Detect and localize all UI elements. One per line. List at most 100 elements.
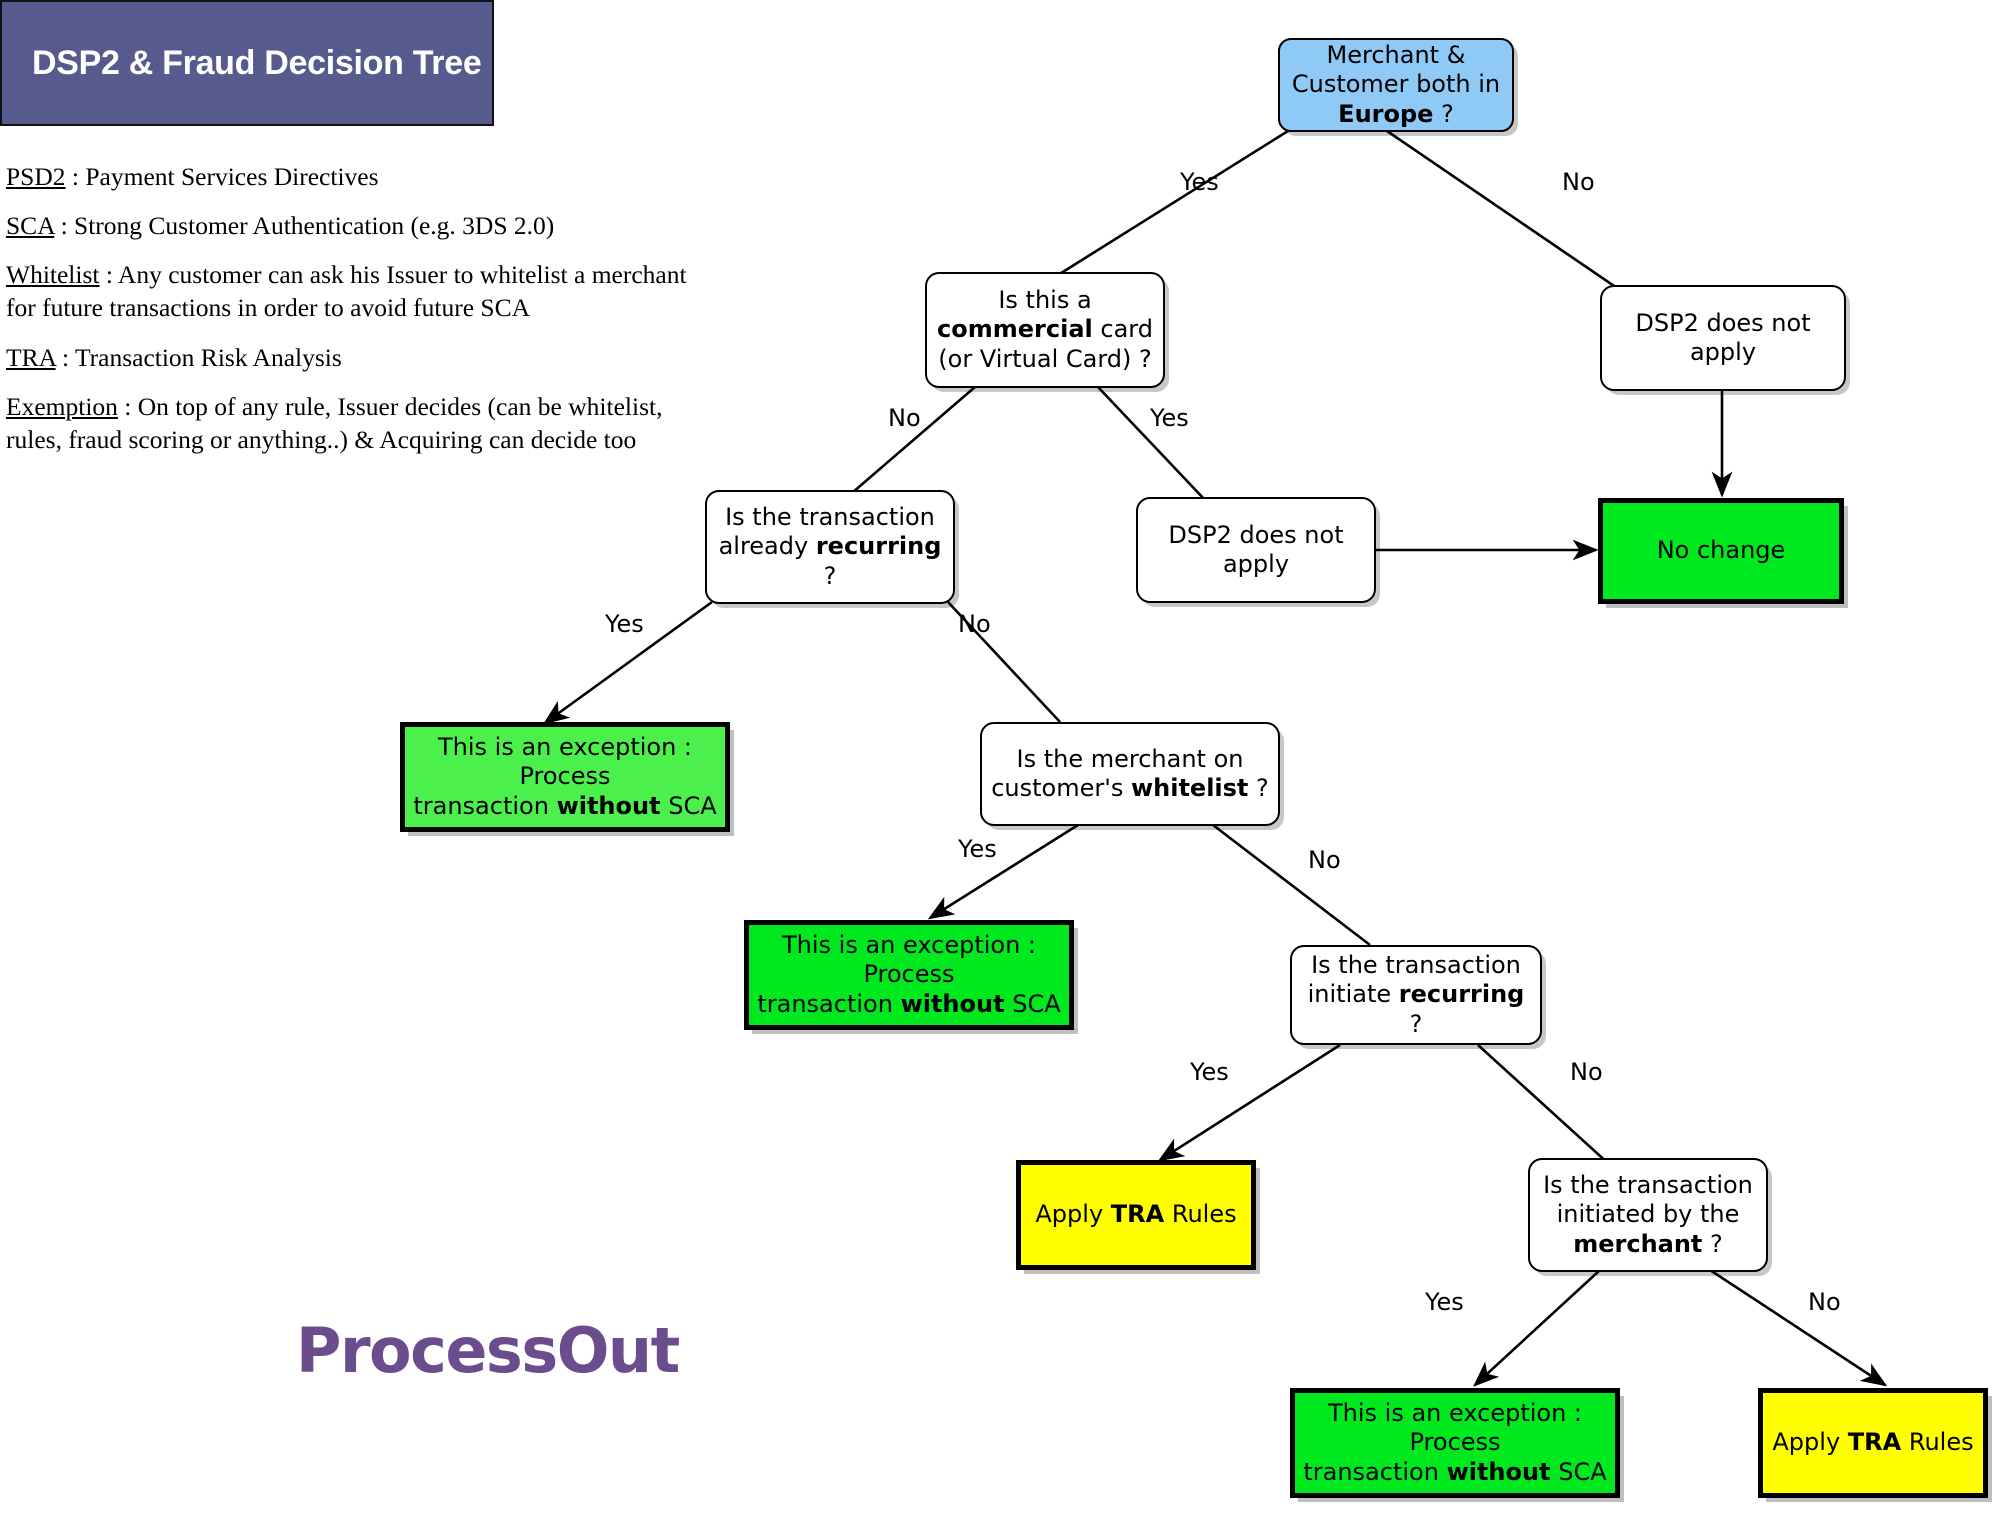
node-line: (or Virtual Card) ?	[938, 344, 1152, 373]
legend-term-whitelist: Whitelist	[6, 260, 100, 290]
node-emphasis: TRA	[1847, 1428, 1902, 1457]
node-already-recurring[interactable]: Is the transaction already recurring ?	[705, 490, 955, 604]
edge-label-root-yes: Yes	[1180, 168, 1219, 196]
node-line: DSP2 does not	[1635, 308, 1811, 337]
edge-label-card-no: No	[888, 404, 921, 432]
processout-logo: ProcessOut	[296, 1314, 680, 1387]
edge-label-merchant-yes: Yes	[1425, 1288, 1464, 1316]
node-line: Is the transaction	[1311, 951, 1521, 980]
node-line: Europe ?	[1286, 100, 1506, 129]
legend-def-whitelist: : Any customer can ask his Issuer to whi…	[6, 260, 687, 323]
legend-term-psd2: PSD2	[6, 162, 66, 191]
node-line: apply	[1689, 338, 1757, 366]
node-exception-without-sca-a[interactable]: This is an exception : Process transacti…	[400, 722, 730, 832]
node-text: Apply	[1035, 1200, 1111, 1229]
node-exception-without-sca-c[interactable]: This is an exception : Process transacti…	[1290, 1388, 1620, 1498]
node-apply-tra-rules-left[interactable]: Apply TRA Rules	[1016, 1160, 1256, 1270]
edge-initiate-yes	[1157, 1043, 1341, 1162]
node-emphasis: Europe	[1338, 99, 1434, 128]
edge-whitelist-no	[1212, 823, 1371, 947]
node-line: This is an exception :	[781, 931, 1037, 960]
node-text: SCA	[1004, 989, 1061, 1018]
node-line: Is the merchant on	[1016, 744, 1244, 773]
node-apply-tra-rules-right[interactable]: Apply TRA Rules	[1758, 1388, 1988, 1498]
edge-label-card-yes: Yes	[1150, 404, 1189, 432]
node-text: ?	[1433, 99, 1454, 128]
node-text: initiate	[1307, 980, 1399, 1009]
node-line: commercial card	[933, 315, 1157, 344]
node-line: transaction without SCA	[1301, 1458, 1609, 1487]
node-text: already	[718, 532, 816, 561]
node-no-change[interactable]: No change	[1598, 498, 1844, 604]
node-line: Apply TRA Rules	[1763, 1428, 1983, 1457]
node-merchant-initiated[interactable]: Is the transaction initiated by the merc…	[1528, 1158, 1768, 1272]
node-text: Apply	[1772, 1428, 1848, 1457]
node-line: Is the transaction	[1543, 1171, 1753, 1200]
node-initiate-recurring[interactable]: Is the transaction initiate recurring ?	[1290, 945, 1542, 1045]
node-line: Merchant &	[1326, 41, 1466, 70]
node-line: ?	[823, 561, 837, 590]
node-line: Is the transaction	[725, 503, 935, 532]
node-text: ?	[1409, 1009, 1423, 1038]
legend-def-tra: : Transaction Risk Analysis	[55, 342, 342, 372]
edge-merchant-no	[1709, 1268, 1888, 1387]
node-line: This is an exception :	[1327, 1399, 1583, 1428]
node-exception-without-sca-b[interactable]: This is an exception : Process transacti…	[744, 920, 1074, 1030]
node-line: Is this a	[998, 286, 1092, 315]
node-line: apply	[1222, 550, 1290, 578]
node-line: This is an exception :	[437, 733, 693, 762]
node-line: customer's whitelist ?	[988, 774, 1272, 803]
edge-label-initiate-yes: Yes	[1190, 1058, 1229, 1086]
node-line: merchant ?	[1536, 1230, 1760, 1259]
edge-label-whitelist-yes: Yes	[958, 835, 997, 863]
edge-merchant-yes	[1473, 1269, 1601, 1387]
node-line: DSP2 does not	[1168, 520, 1344, 549]
node-emphasis: whitelist	[1130, 774, 1249, 802]
node-merchant-whitelist[interactable]: Is the merchant on customer's whitelist …	[980, 722, 1280, 826]
legend-term-exemption: Exemption	[6, 391, 118, 421]
title-banner: DSP2 & Fraud Decision Tree	[0, 0, 494, 126]
node-commercial-card[interactable]: Is this a commercial card (or Virtual Ca…	[925, 272, 1165, 388]
node-text: SCA	[660, 791, 717, 820]
node-emphasis: recurring	[815, 532, 942, 561]
node-emphasis: without	[900, 989, 1005, 1018]
node-text: ?	[1702, 1229, 1723, 1258]
legend-block: PSD2 : Payment Services Directives SCA :…	[6, 160, 706, 472]
node-emphasis: without	[1446, 1457, 1551, 1486]
legend-term-sca: SCA	[6, 211, 55, 241]
node-dsp2-does-not-apply-mid[interactable]: DSP2 does not apply	[1136, 497, 1376, 603]
legend-def-psd2: : Payment Services Directives	[65, 162, 379, 191]
edge-root-no	[1386, 129, 1621, 292]
node-merchant-customer-europe[interactable]: Merchant & Customer both in Europe ?	[1278, 38, 1514, 132]
edge-label-recurring-yes: Yes	[605, 610, 644, 638]
node-line: already recurring	[713, 532, 947, 561]
legend-item-whitelist: Whitelist : Any customer can ask his Iss…	[6, 258, 706, 324]
edge-label-whitelist-no: No	[1308, 846, 1341, 874]
legend-item-sca: SCA : Strong Customer Authentication (e.…	[6, 209, 706, 242]
node-text: card	[1092, 315, 1153, 344]
node-line: initiated by the	[1556, 1200, 1740, 1229]
legend-def-sca: : Strong Customer Authentication (e.g. 3…	[54, 211, 555, 241]
node-text: SCA	[1550, 1457, 1607, 1486]
node-dsp2-does-not-apply-right[interactable]: DSP2 does not apply	[1600, 285, 1846, 391]
node-line: Process	[863, 960, 955, 989]
edge-label-merchant-no: No	[1808, 1288, 1841, 1316]
edge-whitelist-yes	[927, 823, 1079, 920]
legend-term-tra: TRA	[6, 342, 56, 372]
node-line: initiate recurring ?	[1298, 980, 1534, 1039]
node-text: transaction	[757, 989, 901, 1018]
node-text: transaction	[1303, 1457, 1447, 1486]
node-line: Customer both in	[1291, 70, 1501, 99]
node-line: Process	[519, 762, 611, 791]
node-text: transaction	[413, 791, 557, 820]
node-text: Rules	[1164, 1200, 1237, 1229]
edge-root-yes	[1041, 129, 1289, 287]
node-line: Process	[1409, 1428, 1501, 1457]
legend-item-tra: TRA : Transaction Risk Analysis	[6, 341, 706, 374]
node-text: Rules	[1901, 1428, 1974, 1457]
node-line: Apply TRA Rules	[1021, 1200, 1251, 1229]
node-text: ?	[1248, 774, 1269, 802]
node-emphasis: TRA	[1110, 1200, 1165, 1229]
node-line: transaction without SCA	[755, 990, 1063, 1019]
